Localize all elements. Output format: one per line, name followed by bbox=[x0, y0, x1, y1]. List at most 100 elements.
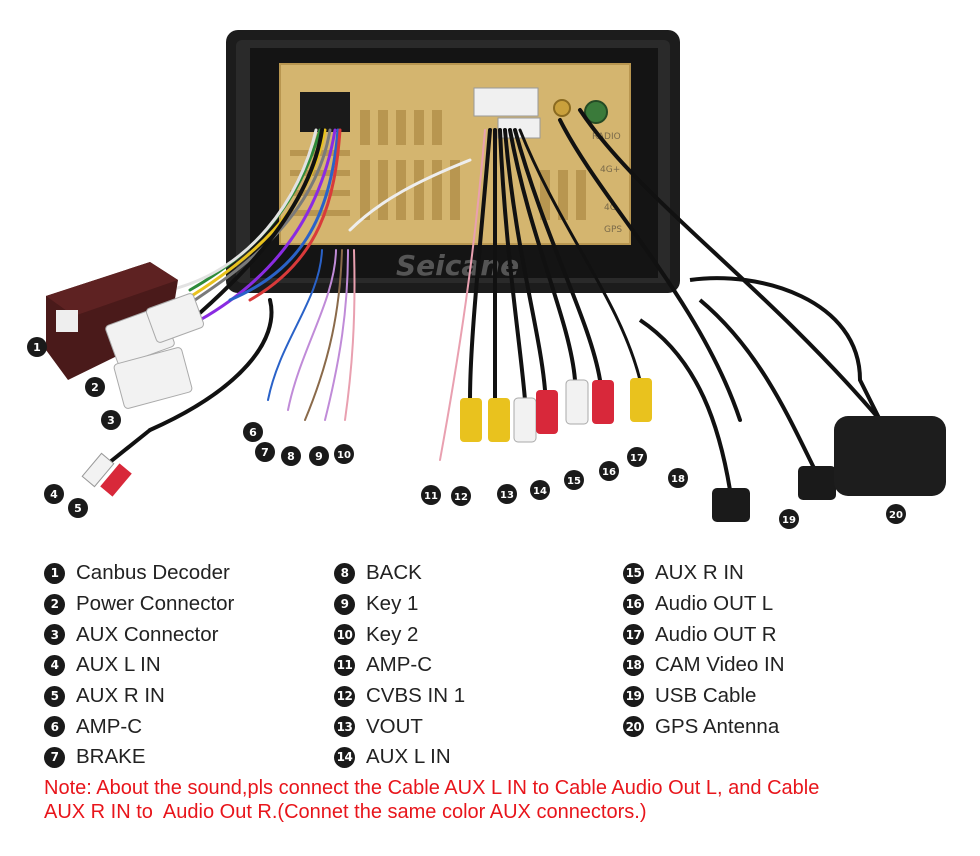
number-badge: 3 bbox=[44, 624, 65, 646]
legend-item: 10 Key 2 bbox=[334, 619, 465, 650]
svg-text:1: 1 bbox=[33, 341, 41, 354]
svg-text:2: 2 bbox=[91, 381, 99, 394]
svg-text:3: 3 bbox=[107, 414, 115, 427]
number-badge: 16 bbox=[623, 593, 644, 615]
callout-17: 17 bbox=[627, 447, 647, 467]
callout-badges: 1 2 3 4 5 6 7 8 9 10 11 12 13 14 15 16 1… bbox=[27, 337, 906, 529]
legend-item: 19 USB Cable bbox=[623, 681, 785, 712]
legend-label: Power Connector bbox=[76, 592, 235, 616]
callout-15: 15 bbox=[564, 470, 584, 490]
svg-text:8: 8 bbox=[287, 450, 295, 463]
canbus-decoder bbox=[46, 262, 178, 380]
wire-harness-left bbox=[148, 128, 356, 432]
callout-16: 16 bbox=[599, 461, 619, 481]
legend-label: CVBS IN 1 bbox=[366, 684, 466, 708]
svg-text:14: 14 bbox=[533, 486, 547, 497]
legend-label: Key 1 bbox=[366, 592, 419, 616]
number-badge: 6 bbox=[44, 716, 65, 738]
svg-text:17: 17 bbox=[630, 453, 644, 464]
callout-18: 18 bbox=[668, 468, 688, 488]
number-badge: 11 bbox=[334, 654, 355, 676]
number-badge: 9 bbox=[334, 593, 355, 615]
number-badge: 2 bbox=[44, 593, 65, 615]
callout-1: 1 bbox=[27, 337, 47, 357]
note-line-2: AUX R IN to Audio Out R.(Connet the same… bbox=[44, 801, 647, 823]
svg-text:4: 4 bbox=[50, 488, 58, 501]
callout-5: 5 bbox=[68, 498, 88, 518]
callout-3: 3 bbox=[101, 410, 121, 430]
number-badge: 20 bbox=[623, 716, 644, 738]
legend-item: 5 AUX R IN bbox=[44, 681, 234, 712]
legend-label: AUX R IN bbox=[76, 684, 165, 708]
legend-label: USB Cable bbox=[655, 684, 757, 708]
legend-item: 13 VOUT bbox=[334, 711, 465, 742]
svg-text:12: 12 bbox=[454, 492, 468, 503]
number-badge: 19 bbox=[623, 685, 644, 707]
number-badge: 14 bbox=[334, 746, 355, 768]
number-badge: 15 bbox=[623, 562, 644, 584]
svg-text:16: 16 bbox=[602, 467, 616, 478]
callout-10: 10 bbox=[334, 444, 354, 464]
callout-11: 11 bbox=[421, 485, 441, 505]
number-badge: 18 bbox=[623, 654, 644, 676]
number-badge: 13 bbox=[334, 716, 355, 738]
head-unit: RADIO 4G+ 4G GPS Seicane bbox=[226, 30, 680, 293]
number-badge: 5 bbox=[44, 685, 65, 707]
callout-13: 13 bbox=[497, 484, 517, 504]
legend-label: AUX L IN bbox=[366, 745, 451, 769]
svg-text:11: 11 bbox=[424, 491, 438, 502]
callout-20: 20 bbox=[886, 504, 906, 524]
legend-label: CAM Video IN bbox=[655, 653, 785, 677]
callout-9: 9 bbox=[309, 446, 329, 466]
watermark: Seicane bbox=[396, 249, 519, 282]
legend-item: 3 AUX Connector bbox=[44, 619, 234, 650]
number-badge: 4 bbox=[44, 654, 65, 676]
legend-label: Audio OUT L bbox=[655, 592, 774, 616]
legend-item: 20 GPS Antenna bbox=[623, 711, 785, 742]
svg-text:9: 9 bbox=[315, 450, 323, 463]
legend-item: 2 Power Connector bbox=[44, 589, 234, 620]
legend-item: 18 CAM Video IN bbox=[623, 650, 785, 681]
svg-text:13: 13 bbox=[500, 490, 514, 501]
usb-cables bbox=[638, 298, 836, 522]
wiring-diagram: RADIO 4G+ 4G GPS Seicane bbox=[27, 30, 946, 529]
legend-label: Key 2 bbox=[366, 622, 419, 646]
port-4g-label: 4G bbox=[604, 203, 617, 213]
radio-port-label: RADIO bbox=[592, 132, 621, 142]
power-connector bbox=[105, 293, 205, 366]
svg-text:20: 20 bbox=[889, 510, 903, 521]
svg-text:19: 19 bbox=[782, 515, 796, 526]
legend-item: 4 AUX L IN bbox=[44, 650, 234, 681]
number-badge: 12 bbox=[334, 685, 355, 707]
wire-harness-right bbox=[348, 108, 882, 461]
callout-2: 2 bbox=[85, 377, 105, 397]
rca-connectors bbox=[460, 378, 652, 443]
number-badge: 8 bbox=[334, 562, 355, 584]
legend-label: AUX L IN bbox=[76, 653, 161, 677]
number-badge: 1 bbox=[44, 562, 65, 584]
svg-text:15: 15 bbox=[567, 476, 581, 487]
svg-text:7: 7 bbox=[261, 446, 269, 459]
number-badge: 10 bbox=[334, 624, 355, 646]
callout-7: 7 bbox=[255, 442, 275, 462]
port-4g-plus-label: 4G+ bbox=[600, 165, 620, 175]
legend-item: 12 CVBS IN 1 bbox=[334, 681, 465, 712]
legend-label: AUX Connector bbox=[76, 622, 219, 646]
callout-4: 4 bbox=[44, 484, 64, 504]
legend-label: VOUT bbox=[366, 714, 423, 738]
note-line-1: Note: About the sound,pls connect the Ca… bbox=[44, 777, 820, 799]
svg-text:18: 18 bbox=[671, 474, 685, 485]
aux-rca-left bbox=[81, 428, 152, 497]
legend-label: GPS Antenna bbox=[655, 714, 780, 738]
number-badge: 17 bbox=[623, 624, 644, 646]
legend-label: AMP-C bbox=[76, 714, 143, 738]
legend-item: 9 Key 1 bbox=[334, 589, 465, 620]
